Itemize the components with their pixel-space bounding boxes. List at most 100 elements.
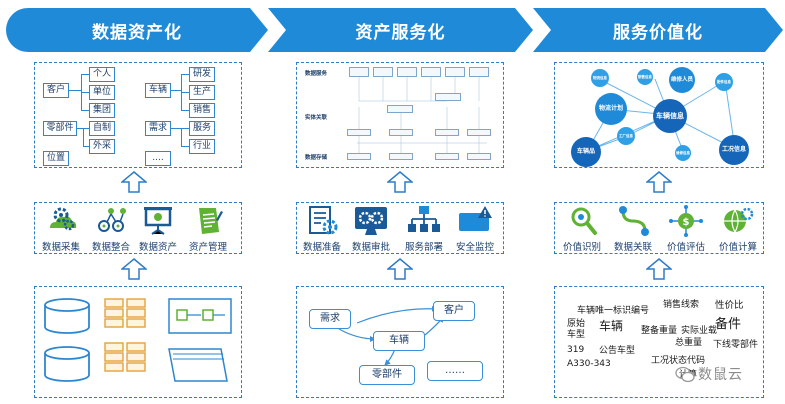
up-arrow-icon <box>646 171 672 193</box>
document-edit-icon <box>199 208 223 234</box>
flow-node <box>469 67 489 77</box>
tree-node-vehicle: 车辆 <box>145 83 171 98</box>
tree-leaf: 销售 <box>189 103 215 118</box>
flowchart-doc-icon <box>168 298 232 382</box>
flow-node <box>347 129 371 136</box>
tree-leaf: 外采 <box>89 139 115 154</box>
flow-node <box>389 129 413 136</box>
up-arrow-icon <box>387 258 413 280</box>
globe-gear-icon <box>724 207 754 233</box>
data-prep-icon <box>309 206 338 235</box>
stage-title: 资产服务化 <box>355 22 446 43</box>
stage-header-service: 资产服务化 <box>268 8 533 52</box>
bubble-node: 车辆品 <box>571 137 601 167</box>
bubble-node: 物流计划 <box>595 93 627 125</box>
bubble-main: 车辆信息 <box>653 99 687 133</box>
tree-connector <box>171 128 189 129</box>
cloud-word: 整备重量 <box>641 326 678 336</box>
tree-leaf: 单位 <box>89 85 115 100</box>
flow-node <box>435 93 461 101</box>
tree-connector <box>83 128 84 146</box>
flow-row-label: 实体关联 <box>305 115 328 121</box>
icon-label: 数据采集 <box>41 242 80 253</box>
flow-node <box>467 129 491 136</box>
flow-node <box>435 129 459 136</box>
cloud-word: 319 <box>567 345 585 355</box>
tree-node-parts: 零部件 <box>43 121 77 136</box>
cloud-word: 公告车型 <box>599 346 636 356</box>
icon-label: 价值识别 <box>562 242 601 253</box>
flow-node <box>467 153 491 160</box>
cloud-word: 下线零部件 <box>713 340 759 350</box>
icon-label: 服务部署 <box>404 242 443 253</box>
tree-leaf: 集团 <box>89 103 115 118</box>
database-icon <box>44 298 90 382</box>
tree-leaf: 生产 <box>189 85 215 100</box>
value-nodes-icon: $ <box>669 205 703 237</box>
icon-label: 价值计算 <box>718 242 757 253</box>
flow-node <box>397 67 417 77</box>
bubble-node: 配件信息 <box>715 73 733 91</box>
tree-node-location: 位置 <box>43 151 69 166</box>
stage-title: 服务价值化 <box>613 22 703 43</box>
network-nodes-icon <box>98 208 126 232</box>
icon-label: 数据审批 <box>351 242 390 253</box>
cloud-word: 车辆唯一标识编号 <box>577 306 650 316</box>
graph-node-more: …… <box>427 361 483 381</box>
tree-connector <box>181 128 182 146</box>
tree-connector <box>81 110 89 111</box>
value-icons-panel: 价值识别 数据关联 $ 价值评估 价值计算 <box>554 202 764 254</box>
org-tree-icon <box>408 206 440 232</box>
cloud-word: 原始车型 <box>567 319 586 340</box>
tree-leaf: 服务 <box>189 121 215 136</box>
wechat-logo-icon <box>675 366 695 383</box>
flow-node <box>421 67 441 77</box>
icon-label: 安全监控 <box>455 242 494 253</box>
tree-leaf: 自制 <box>89 121 115 136</box>
graph-node-demand: 需求 <box>309 309 351 329</box>
graph-node-parts: 零部件 <box>359 365 415 385</box>
flow-node <box>445 67 465 77</box>
bubble-node: 维修人员 <box>669 67 695 93</box>
bubble-node: 销售信息 <box>637 69 653 85</box>
cloud-word: A330-343 <box>567 359 611 369</box>
tree-connector <box>83 146 89 147</box>
flow-node <box>435 153 459 160</box>
flow-node <box>387 105 413 113</box>
stage-header-asset: 数据资产化 <box>6 8 268 52</box>
bubble-node: 工况信息 <box>719 135 749 165</box>
value-wordcloud-panel: 车辆唯一标识编号 销售线索 性价比 原始车型 车辆 整备重量 实际业载 备件 3… <box>554 286 764 398</box>
tree-leaf: 研发 <box>189 67 215 82</box>
gears-cloud-icon <box>50 207 77 231</box>
entity-graph-panel: 需求 客户 车辆 零部件 …… <box>296 286 504 398</box>
bubble-node: 工厂信息 <box>617 127 635 145</box>
tree-leaf: 行业 <box>189 139 215 154</box>
tree-connector <box>69 90 81 91</box>
flow-node <box>349 67 369 77</box>
tree-connector <box>181 74 189 75</box>
tree-connector <box>181 92 189 93</box>
up-arrow-icon <box>646 258 672 280</box>
flow-row-label: 数据服务 <box>305 71 328 77</box>
asset-icons-panel: 数据采集 数据整合 数据资产 资产管理 <box>34 202 242 254</box>
cloud-word: 备件 <box>715 317 742 332</box>
tree-node-customer: 客户 <box>43 83 69 98</box>
icon-label: 数据整合 <box>91 242 130 253</box>
monitor-gears-icon <box>355 207 387 235</box>
graph-node-vehicle: 车辆 <box>373 331 425 351</box>
tree-node-demand: 需求 <box>145 121 171 136</box>
cloud-word: 车辆 <box>599 319 624 333</box>
cloud-word: 总重量 <box>675 338 703 348</box>
service-icons-panel: 数据准备 数据审批 服务部署 安全监控 <box>296 202 504 254</box>
icon-label: 数据关联 <box>613 242 652 253</box>
presentation-board-icon <box>144 207 172 235</box>
up-arrow-icon <box>387 171 413 193</box>
tree-ellipsis: .... <box>145 151 171 166</box>
tree-leaf: 个人 <box>89 67 115 82</box>
bubble-node: 维修信息 <box>675 145 691 161</box>
magnifier-icon <box>571 207 597 235</box>
link-path-icon <box>619 206 649 236</box>
flow-row-label: 数据存储 <box>305 155 328 161</box>
data-storage-panel <box>34 286 242 398</box>
cloud-word: 工况状态代码 <box>651 356 706 366</box>
